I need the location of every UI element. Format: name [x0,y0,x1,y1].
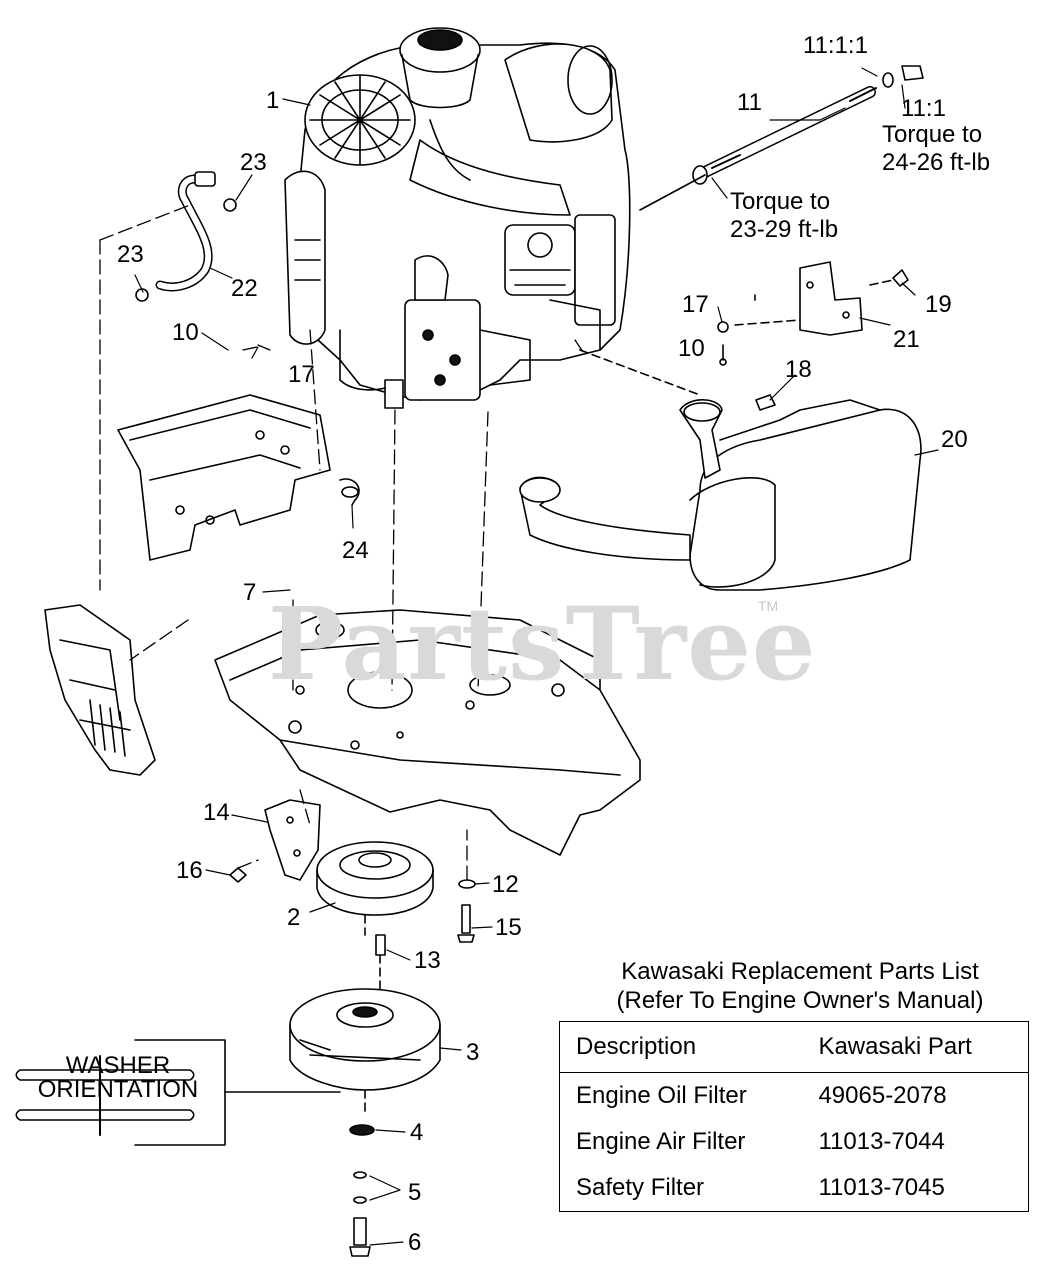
callout-3: 3 [466,1039,480,1066]
parts-list-title: Kawasaki Replacement Parts List (Refer T… [560,957,1040,1015]
callout-17: 17 [682,291,709,318]
callout-11: 11 [737,89,762,116]
callout-21: 21 [893,326,920,353]
callout-7: 7 [243,579,257,606]
table-row: Safety Filter 11013-7045 [560,1165,1029,1212]
callout-10: 10 [678,335,705,362]
watermark: PartsTree [268,585,817,703]
cell-part-number: 49065-2078 [818,1082,947,1109]
table-header-row: Description Kawasaki Part [559,1021,1029,1073]
fuel-line-drawing [135,171,237,302]
leader-lines [134,67,939,1246]
watermark-tm: TM [758,598,779,614]
callout-10: 10 [172,319,199,346]
engine-drawing [284,27,631,409]
callout-18: 18 [785,356,812,383]
washer-orientation-line1: WASHER [65,1052,171,1079]
engine-bracket-drawing [117,394,360,561]
cell-description: Engine Air Filter [576,1128,746,1155]
callout-16: 16 [176,857,203,884]
assembly-lines [99,204,586,881]
callout-11-1: 11:1 [901,95,946,122]
tube-drawing [639,65,924,211]
bracket-14-drawing [229,799,321,883]
parts-list-title-line1: Kawasaki Replacement Parts List [621,958,979,985]
callout-11-1-1: 11:1:1 [803,32,868,59]
callout-20: 20 [941,426,968,453]
parts-list-title-line2: (Refer To Engine Owner's Manual) [616,987,984,1014]
pulley-drawing [316,841,434,916]
clutch-drawing [289,914,441,1257]
callout-17: 17 [288,361,315,388]
column-header-description: Description [559,1021,813,1073]
callout-13: 13 [414,947,441,974]
deck-plate-drawing [214,609,641,856]
shield-drawing [44,604,156,776]
callout-15: 15 [495,914,522,941]
callout-5: 5 [408,1179,422,1206]
callout-6: 6 [408,1229,422,1256]
muffler-drawing [519,294,922,591]
callout-4: 4 [410,1119,424,1146]
callout-2: 2 [287,904,301,931]
callout-24: 24 [342,537,369,564]
cell-part-number: 11013-7044 [818,1128,945,1155]
cell-description: Safety Filter [576,1174,705,1201]
callout-19: 19 [925,291,952,318]
callout-22: 22 [231,275,258,302]
parts-list-table: Description Kawasaki Part Engine Oil Fil… [559,1021,1029,1212]
callout-1: 1 [266,87,280,114]
callout-14: 14 [203,799,230,826]
small-hardware-drawing [375,879,476,956]
table-row: Engine Oil Filter 49065-2078 [560,1073,1029,1120]
callout-23: 23 [240,149,267,176]
bracket-21-drawing [717,261,909,366]
washer-orientation-title: WASHER ORIENTATION [18,1054,218,1102]
washer-orientation-line2: ORIENTATION [37,1076,199,1103]
cell-part-number: 11013-7045 [818,1174,945,1201]
torque-note-tube: Torque to 23-29 ft-lb [730,188,839,243]
callout-12: 12 [492,871,519,898]
column-header-part: Kawasaki Part [812,1021,1029,1073]
table-row: Engine Air Filter 11013-7044 [560,1119,1029,1165]
washer-orientation-drawing [15,1039,341,1146]
torque-note-fitting: Torque to 24-26 ft-lb [882,121,991,176]
callout-23: 23 [117,241,144,268]
cell-description: Engine Oil Filter [576,1082,747,1109]
